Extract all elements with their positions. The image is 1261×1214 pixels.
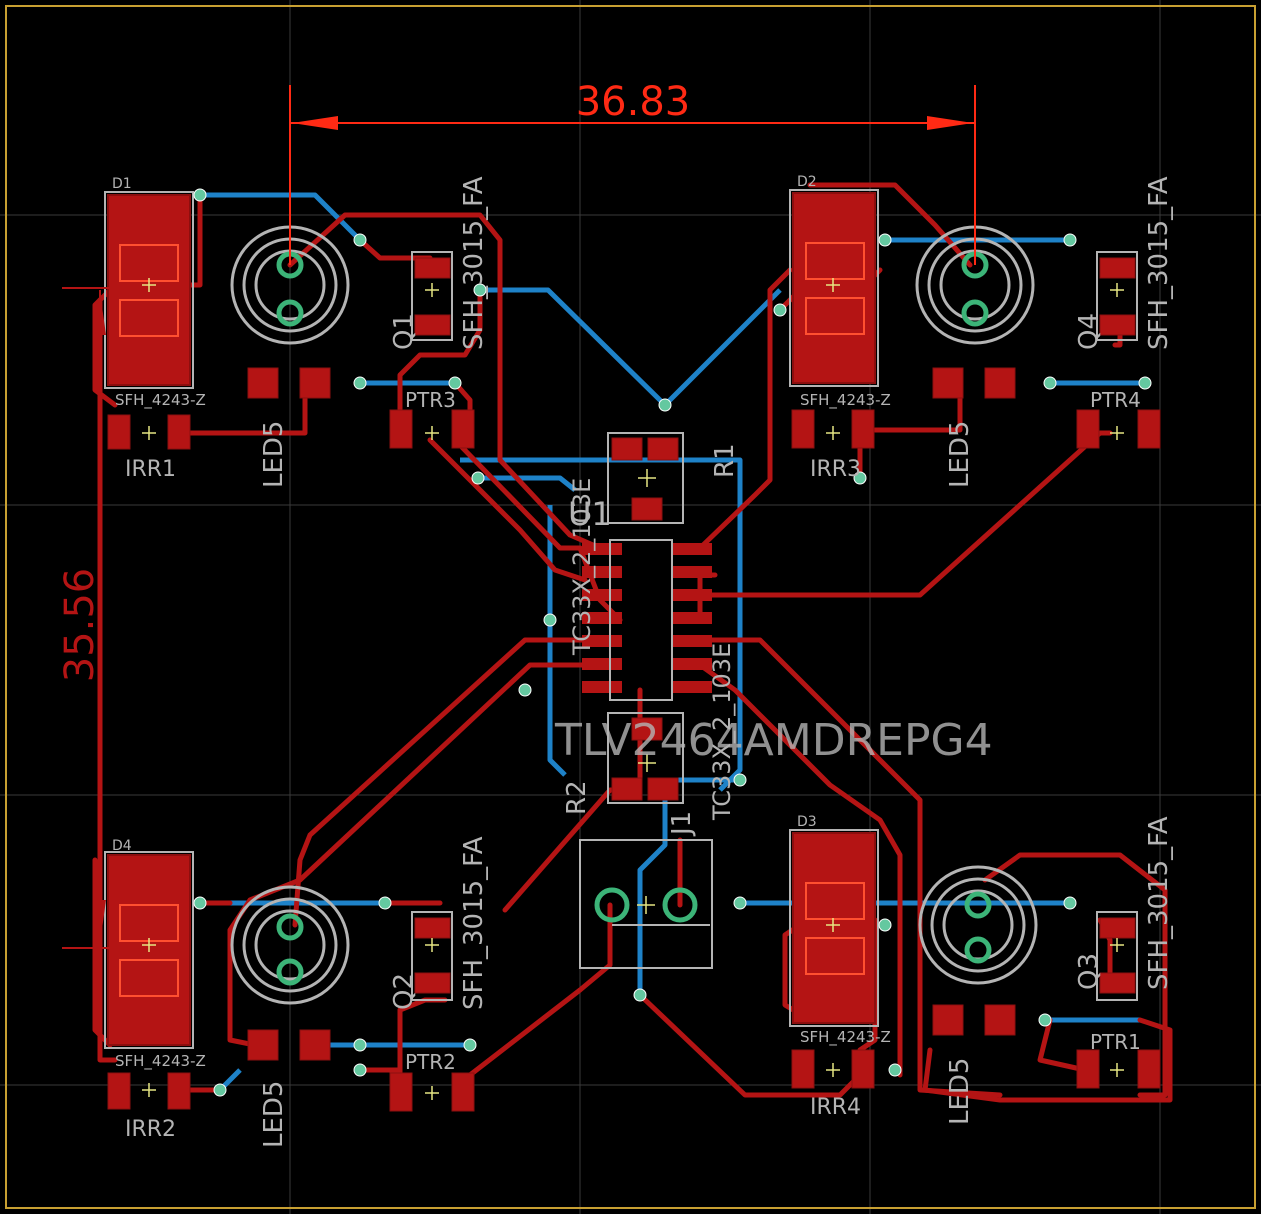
label-sfh3015-4: SFH_3015_FA — [1144, 176, 1174, 350]
label-irr2: IRR2 — [125, 1117, 176, 1142]
label-ic-main: TLV2464AMDREPG4 — [554, 715, 993, 766]
label-q2: Q2 — [389, 973, 419, 1010]
ic-pins — [582, 543, 712, 693]
origin-markers — [142, 278, 1124, 1100]
label-led-3: LED5 — [945, 421, 975, 488]
label-led-2: LED5 — [259, 1081, 289, 1148]
vertical-dimension-label: 35.56 — [57, 568, 103, 683]
label-ic-left: TC33X_2_103E — [568, 478, 596, 656]
vertical-dimension: 35.56 — [57, 287, 125, 949]
label-led-4: LED5 — [945, 1058, 975, 1125]
label-sfh3015-3: SFH_3015_FA — [1144, 816, 1174, 990]
label-q1: Q1 — [389, 313, 419, 350]
label-d2: D2 — [797, 174, 817, 190]
label-u1: U1 — [568, 495, 612, 533]
label-sfh4243-3: SFH_4243-Z — [800, 1028, 891, 1047]
label-irr3: IRR3 — [810, 457, 861, 482]
label-d1: D1 — [112, 176, 132, 192]
label-sfh4243-2: SFH_4243-Z — [800, 391, 891, 410]
label-d4: D4 — [112, 838, 132, 854]
label-sfh3015-1: SFH_3015_FA — [459, 176, 489, 350]
label-r1: R1 — [710, 443, 740, 478]
label-ic-right: TC33X_2_103E — [708, 643, 736, 821]
label-q4: Q4 — [1074, 313, 1104, 350]
label-irr4: IRR4 — [810, 1095, 861, 1120]
vias — [193, 188, 1152, 1097]
horizontal-dimension: 36.83 — [289, 79, 976, 265]
diode-pads — [107, 192, 876, 1046]
label-sfh4243-1: SFH_4243-Z — [115, 391, 206, 410]
label-ptr1: PTR1 — [1090, 1030, 1141, 1054]
label-sfh4243-4: SFH_4243-Z — [115, 1052, 206, 1071]
label-q3: Q3 — [1074, 953, 1104, 990]
horizontal-dimension-label: 36.83 — [576, 79, 691, 125]
label-sfh3015-2: SFH_3015_FA — [459, 836, 489, 1010]
label-r2: R2 — [562, 780, 592, 815]
silkscreen-outlines — [104, 189, 1138, 1049]
label-ptr2: PTR2 — [405, 1050, 456, 1074]
silkscreen-labels: D1 D2 D3 D4 SFH_4243-Z SFH_4243-Z SFH_42… — [112, 174, 1174, 1148]
label-led-1: LED5 — [259, 421, 289, 488]
smd-pads — [107, 257, 1161, 1112]
diode-inner-marks — [119, 242, 865, 997]
bottom-copper-traces — [200, 192, 1145, 1092]
board-outline — [5, 5, 1256, 1209]
label-d3: D3 — [797, 814, 817, 830]
label-j1: J1 — [667, 811, 697, 837]
label-ptr3: PTR3 — [405, 388, 456, 412]
through-hole-pads — [276, 251, 992, 986]
label-ptr4: PTR4 — [1090, 388, 1141, 412]
label-irr1: IRR1 — [125, 457, 176, 482]
